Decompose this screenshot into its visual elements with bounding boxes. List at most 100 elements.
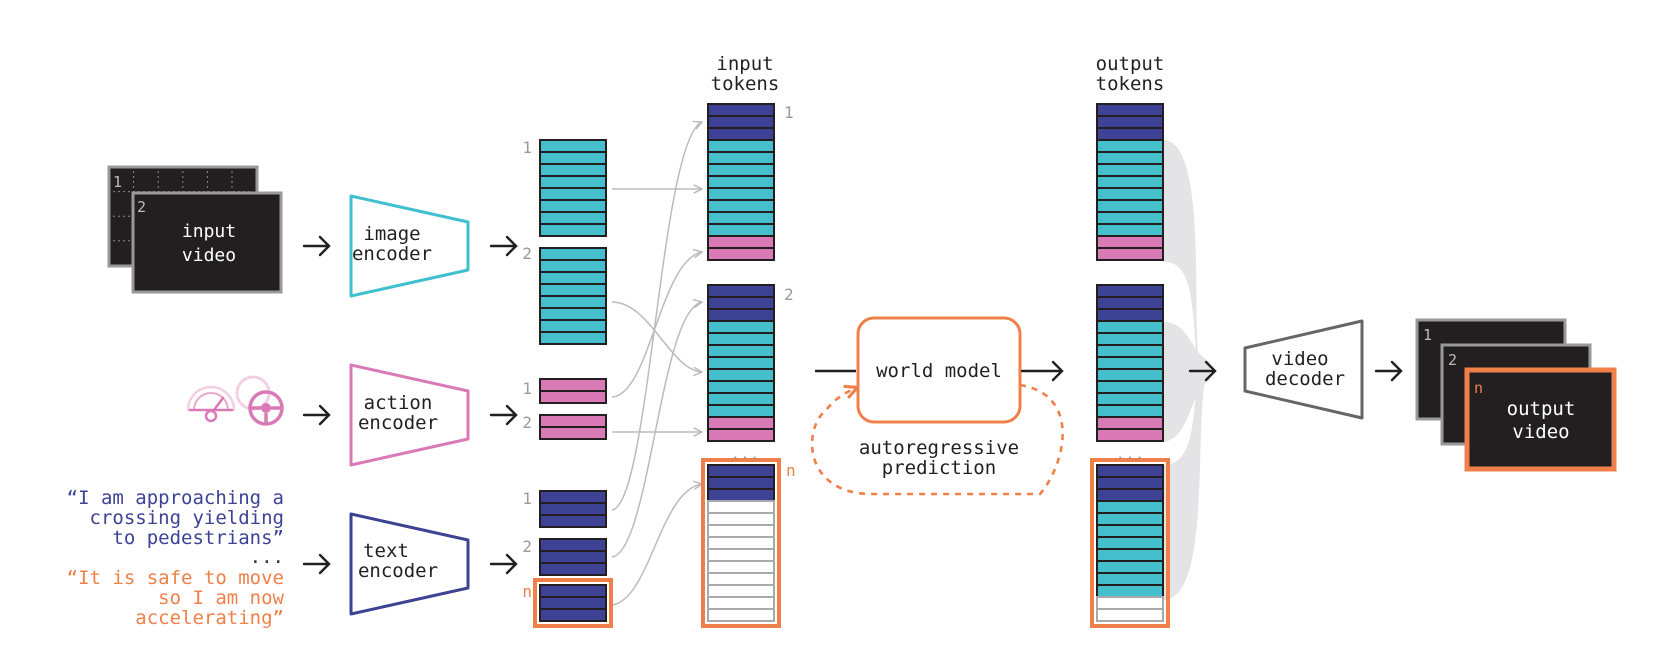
text-token: [539, 608, 607, 622]
empty-token: [707, 584, 775, 598]
input-token-stacks: [701, 103, 781, 628]
prompt-line: “It is safe to move: [67, 567, 284, 589]
image-token: [539, 175, 607, 189]
action-token: [707, 416, 775, 430]
image-token: [539, 199, 607, 213]
arrow: [302, 553, 331, 575]
action-encoder: action encoder: [349, 363, 470, 467]
input-tokens-title: input tokens: [711, 53, 780, 95]
title-line: tokens: [1096, 73, 1165, 95]
image-token: [707, 139, 775, 153]
input-video-label-line2: video: [182, 245, 236, 266]
text-token: [1096, 103, 1164, 117]
empty-token: [1096, 608, 1164, 622]
title-line: tokens: [711, 73, 780, 95]
action-token: [539, 378, 607, 392]
image-token: [707, 223, 775, 237]
input-video: 1 2 input video: [107, 165, 283, 294]
image-token: [1096, 211, 1164, 225]
text-token: [1096, 308, 1164, 322]
image-token: [1096, 223, 1164, 237]
frame-index: 1: [113, 173, 122, 191]
world-model: world model autoregressive prediction: [810, 316, 1064, 496]
image-token: [707, 404, 775, 418]
block-index: n: [786, 461, 796, 480]
image-encoder-label: encoder: [352, 243, 432, 265]
image-token: [707, 368, 775, 382]
action-token: [1096, 416, 1164, 430]
text-token: [539, 584, 607, 598]
action-token: [707, 235, 775, 249]
output-dots: ...: [1116, 444, 1145, 463]
flow-arrows: [302, 235, 518, 575]
fan-band: [1163, 140, 1200, 380]
image-token: [707, 320, 775, 334]
image-token: [1096, 560, 1164, 574]
text-token: [539, 514, 607, 528]
connector-line: [611, 252, 702, 398]
action-token: [707, 247, 775, 261]
fan-band: [1163, 380, 1205, 600]
image-token: [1096, 524, 1164, 538]
image-token: [707, 199, 775, 213]
image-token: [707, 187, 775, 201]
stack-index: 1: [522, 489, 532, 508]
token-connectors: [611, 122, 702, 606]
image-token: [1096, 368, 1164, 382]
frame-index: n: [1474, 379, 1483, 397]
speedometer-icon: [186, 385, 236, 423]
token-stack: [539, 490, 607, 528]
prompt-line: to pedestrians”: [112, 527, 284, 549]
video-decoder-label: decoder: [1265, 368, 1345, 390]
image-token: [1096, 320, 1164, 334]
empty-token: [707, 500, 775, 514]
image-token: [1096, 199, 1164, 213]
empty-token: [707, 536, 775, 550]
arrow: [1374, 360, 1403, 382]
frame-index: 2: [137, 198, 146, 216]
empty-token: [1096, 596, 1164, 610]
token-stack: [539, 139, 607, 237]
image-token: [707, 163, 775, 177]
encoded-stack-labels: 1 2 1 2 1 2 n: [522, 138, 532, 601]
token-stack: [1096, 284, 1164, 442]
action-token: [1096, 235, 1164, 249]
empty-token: [707, 524, 775, 538]
text-token: [1096, 488, 1164, 502]
highlight-frame: [533, 578, 613, 628]
steering-wheel-icon: [235, 375, 284, 426]
title-line: output: [1096, 53, 1165, 75]
image-token: [539, 163, 607, 177]
output-video-label-line1: output: [1507, 398, 1576, 420]
image-token: [539, 307, 607, 321]
image-token: [707, 392, 775, 406]
arrow: [302, 235, 331, 257]
input-dots: ...: [731, 444, 760, 463]
text-token: [1096, 284, 1164, 298]
image-token: [539, 211, 607, 225]
text-token: [1096, 296, 1164, 310]
arrow: [489, 553, 518, 575]
image-token: [1096, 175, 1164, 189]
empty-token: [707, 596, 775, 610]
token-stack: [1090, 458, 1170, 628]
prompt-line: so I am now: [158, 587, 284, 609]
text-token: [1096, 464, 1164, 478]
autoregressive-loop: [810, 383, 1064, 496]
action-encoder-label: action: [364, 392, 433, 414]
title-line: input: [716, 53, 773, 75]
output-token-stacks: [1090, 103, 1170, 628]
text-token: [707, 103, 775, 117]
stack-index: n: [522, 582, 532, 601]
text-token: [539, 596, 607, 610]
token-stack: [1096, 103, 1164, 261]
action-token: [539, 426, 607, 440]
text-token: [1096, 115, 1164, 129]
stack-index: 2: [522, 537, 532, 556]
highlight-frame: [1090, 458, 1170, 628]
video-decoder-label: video: [1271, 348, 1328, 370]
block-index: 2: [784, 285, 794, 304]
arrow: [489, 235, 518, 257]
token-stack: [707, 284, 775, 442]
text-encoder: text encoder: [349, 512, 470, 616]
